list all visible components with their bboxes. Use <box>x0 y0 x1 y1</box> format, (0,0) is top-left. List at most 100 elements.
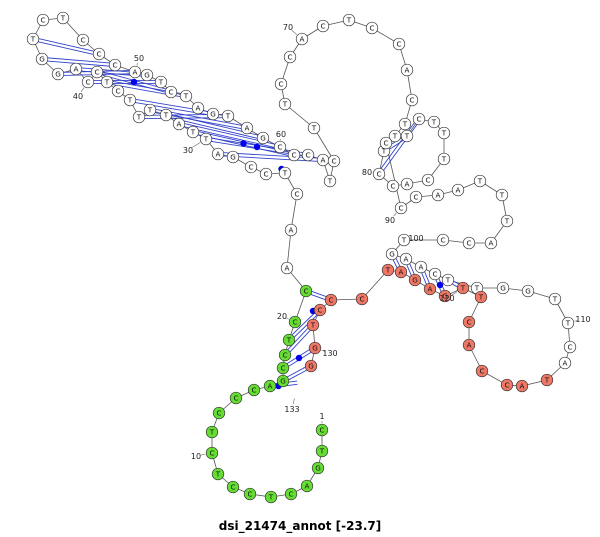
nucleotide-letter-89: C <box>383 139 388 148</box>
nucleotide-circle-127 <box>324 293 338 307</box>
nucleotide-circle-10 <box>205 446 219 460</box>
nucleotide-76: C <box>405 93 419 107</box>
nucleotide-letter-5: C <box>288 490 293 499</box>
nucleotide-letter-128: C <box>317 306 322 315</box>
nucleotide-letter-18: C <box>282 351 287 360</box>
nucleotide-circle-87 <box>412 112 426 126</box>
base-pair-103-122-a <box>421 272 427 285</box>
nucleotide-circle-32 <box>172 117 186 131</box>
nucleotide-letter-124: A <box>399 268 404 277</box>
nucleotide-107: G <box>496 281 510 295</box>
nucleotide-circle-91 <box>409 190 423 204</box>
nucleotide-4: A <box>300 479 314 493</box>
nucleotide-circle-122 <box>423 282 437 296</box>
base-pair-19-128-a <box>293 314 318 338</box>
nucleotide-letter-78: T <box>392 132 398 141</box>
nucleotide-circle-96 <box>500 214 514 228</box>
nucleotide-letter-113: T <box>544 376 550 385</box>
nucleotide-55: A <box>191 101 205 115</box>
nucleotide-circle-52 <box>154 75 168 89</box>
nucleotide-circle-115 <box>500 378 514 392</box>
nucleotide-circle-33 <box>159 108 173 122</box>
nucleotide-circle-112 <box>558 356 572 370</box>
nucleotide-45: C <box>36 13 50 27</box>
nucleotide-circle-46 <box>56 11 70 25</box>
nucleotide-74: C <box>392 37 406 51</box>
nucleotide-117: A <box>462 338 476 352</box>
nucleotide-103: A <box>414 260 428 274</box>
nucleotide-letter-28: G <box>230 153 236 162</box>
nucleotide-126: C <box>355 292 369 306</box>
nucleotide-circle-64 <box>323 174 337 188</box>
nucleotide-circle-126 <box>355 292 369 306</box>
nucleotide-circle-67 <box>278 97 292 111</box>
nucleotide-101: G <box>385 247 399 261</box>
nucleotide-94: T <box>473 174 487 188</box>
nucleotide-letter-19: T <box>286 336 292 345</box>
nucleotide-letter-93: A <box>456 186 461 195</box>
structure-name-energy: dsi_21474_annot [-23.7] <box>218 519 382 533</box>
nucleotide-circle-125 <box>381 263 395 277</box>
nucleotide-93: A <box>451 183 465 197</box>
nucleotide-88: T <box>400 129 414 143</box>
nucleotide-letter-50: A <box>133 68 138 77</box>
nucleotide-letter-105: T <box>445 276 451 285</box>
nucleotide-circle-90 <box>394 201 408 215</box>
nucleotide-letter-75: A <box>405 66 410 75</box>
nucleotide-96: T <box>500 214 514 228</box>
nucleotide-70: A <box>295 32 309 46</box>
nucleotide-circle-128 <box>313 303 327 317</box>
nucleotide-circle-49 <box>108 58 122 72</box>
nucleotide-109: T <box>548 292 562 306</box>
position-label-30: 30 <box>183 146 193 155</box>
base-pair-18-129-a <box>289 330 311 353</box>
nucleotide-letter-84: T <box>441 155 447 164</box>
nucleotide-68: C <box>274 77 288 91</box>
nucleotide-131: G <box>304 359 318 373</box>
base-pair-105-120-b <box>453 280 459 285</box>
base-pair-19-128-b <box>291 312 316 336</box>
nucleotide-35: T <box>132 110 146 124</box>
nucleotide-circle-31 <box>186 125 200 139</box>
nucleotide-7: C <box>243 487 257 501</box>
nucleotide-circle-94 <box>473 174 487 188</box>
base-pair-44-48-b <box>38 38 94 52</box>
nucleotide-letter-30: T <box>203 135 209 144</box>
nucleotide-letter-54: T <box>183 92 189 101</box>
nucleotide-circle-71 <box>316 19 330 33</box>
nucleotide-87: C <box>412 112 426 126</box>
nucleotide-110: T <box>561 316 575 330</box>
nucleotide-letter-37: C <box>115 87 120 96</box>
nucleotide-letter-22: A <box>285 264 290 273</box>
nucleotide-circle-45 <box>36 13 50 27</box>
nucleotide-3: G <box>311 461 325 475</box>
nucleotide-67: T <box>278 97 292 111</box>
nucleotide-39: C <box>90 65 104 79</box>
position-label-90: 90 <box>385 216 395 225</box>
nucleotide-circle-36 <box>123 93 137 107</box>
nucleotide-circle-35 <box>132 110 146 124</box>
nucleotide-11: T <box>205 425 219 439</box>
nucleotide-24: C <box>290 187 304 201</box>
nucleotide-122: A <box>423 282 437 296</box>
nucleotide-letter-122: A <box>428 285 433 294</box>
nucleotide-circle-116 <box>475 364 489 378</box>
nucleotide-105: T <box>441 273 455 287</box>
nucleotide-letter-16: G <box>280 377 286 386</box>
nucleotide-circle-83 <box>421 173 435 187</box>
nucleotide-2: T <box>315 444 329 458</box>
nucleotide-letter-3: G <box>315 464 321 473</box>
nucleotide-36: T <box>123 93 137 107</box>
nucleotide-circle-99 <box>436 233 450 247</box>
nucleotide-77: T <box>398 117 412 131</box>
nucleotide-111: C <box>563 340 577 354</box>
nucleotide-letter-67: T <box>282 100 288 109</box>
nucleotide-letter-32: A <box>177 120 182 129</box>
nucleotide-circle-20 <box>288 315 302 329</box>
nucleotide-letter-121: G <box>442 292 448 301</box>
nucleotide-124: A <box>394 265 408 279</box>
nucleotide-circle-1 <box>315 423 329 437</box>
nucleotide-8: C <box>226 480 240 494</box>
base-pair-16-131-b <box>287 366 306 378</box>
